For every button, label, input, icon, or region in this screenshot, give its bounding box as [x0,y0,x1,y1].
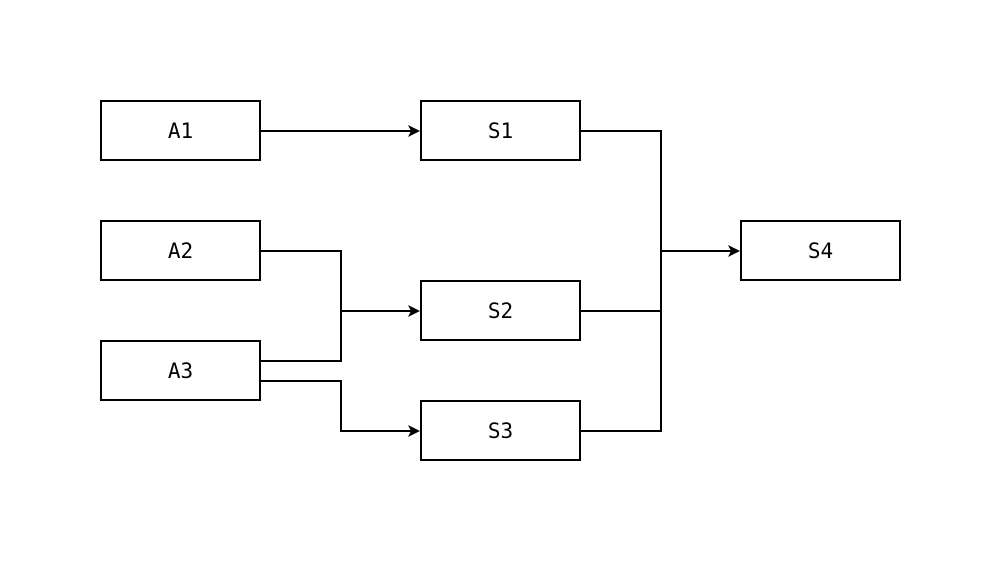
node-a2[interactable]: A2 [100,220,261,281]
node-s1-label: S1 [487,118,514,143]
node-s3-label: S3 [487,418,514,443]
node-s1[interactable]: S1 [420,100,581,161]
node-s2-label: S2 [487,298,514,323]
node-s4-label: S4 [807,238,834,263]
node-s4[interactable]: S4 [740,220,901,281]
edge-a3-s3 [261,380,420,437]
node-s2[interactable]: S2 [420,280,581,341]
edge-s3-s4 [581,311,662,432]
node-a2-label: A2 [167,238,194,263]
edge-s1-s4 [581,130,740,257]
edge-a2-s2 [261,250,420,317]
edge-a3-s2 [261,311,342,362]
node-a3-label: A3 [167,358,194,383]
node-a1-label: A1 [167,118,194,143]
edge-s2-s4 [581,251,662,312]
node-s3[interactable]: S3 [420,400,581,461]
node-a3[interactable]: A3 [100,340,261,401]
node-a1[interactable]: A1 [100,100,261,161]
